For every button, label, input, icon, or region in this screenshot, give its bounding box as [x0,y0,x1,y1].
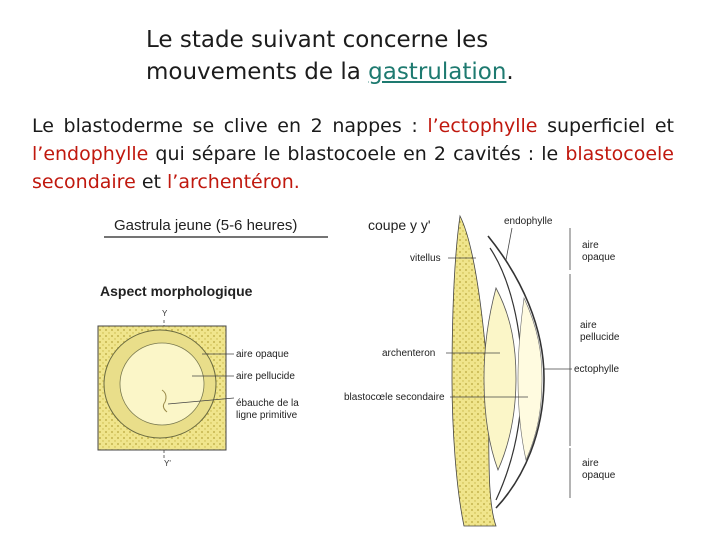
label-ectophylle: ectophylle [574,364,619,375]
figure-heading: Gastrula jeune (5-6 heures) [114,217,297,234]
label-aire-opaque-bottom-2: opaque [582,470,616,481]
title-line-1: Le stade suivant concerne les [146,27,489,53]
term-ectophylle: l’ectophylle [427,115,538,137]
paragraph-text: et [135,171,167,193]
label-aire-opaque-bottom-1: aire [582,458,599,469]
paragraph-text: superficiel et [537,115,674,137]
term-endophylle: l’endophylle [32,143,149,165]
primitive-streak-sketch [161,389,168,413]
axis-y-prime-label: Y' [164,459,171,468]
leader-ebauche [167,397,235,405]
blastocoele-secondaire-cavity [517,296,543,461]
label-ebauche-line-2: ligne primitive [236,410,298,421]
paragraph-text: Le blastoderme se clive en 2 nappes : [32,115,428,137]
title-line-2-prefix: mouvements de la [146,59,369,85]
label-archenteron: archenteron [382,348,435,359]
label-aire-opaque-top-1: aire [582,240,599,251]
paragraph-text: qui sépare le blastocoele en 2 cavités :… [148,143,566,165]
leader-endophylle [505,227,513,261]
term-blastocoele-secondaire: blastocoele secondaire [32,143,674,193]
label-aire-opaque: aire opaque [236,349,289,360]
aire-pellucide-disk [119,342,205,426]
term-archenteron: l’archentéron. [167,171,300,193]
label-aire-pellucide-1: aire [580,320,597,331]
ectophylle-layer [487,235,545,509]
title-line-2: mouvements de la gastrulation. [146,56,586,88]
label-ebauche-line-1: ébauche de la [236,398,299,409]
label-blastocoele-secondaire: blastocœle secondaire [344,392,445,403]
gastrulation-link[interactable]: gastrulation [368,59,507,85]
axis-y-label: Y [162,309,168,318]
label-aire-opaque-top-2: opaque [582,252,616,263]
gastrula-figure: Gastrula jeune (5-6 heures) coupe y y' A… [97,214,620,527]
description-paragraph: Le blastoderme se clive en 2 nappes : l’… [32,112,674,196]
title-line-2-suffix: . [506,59,514,85]
label-aire-pellucide-2: pellucide [580,332,620,343]
archenteron-cavity [483,286,517,472]
slide-title: Le stade suivant concerne les mouvements… [146,24,586,88]
label-vitellus: vitellus [410,253,441,264]
vitellus-region [451,214,497,527]
morphology-heading: Aspect morphologique [100,283,253,299]
label-endophylle: endophylle [504,216,553,227]
label-aire-pellucide: aire pellucide [236,371,295,382]
section-heading: coupe y y' [368,217,431,233]
